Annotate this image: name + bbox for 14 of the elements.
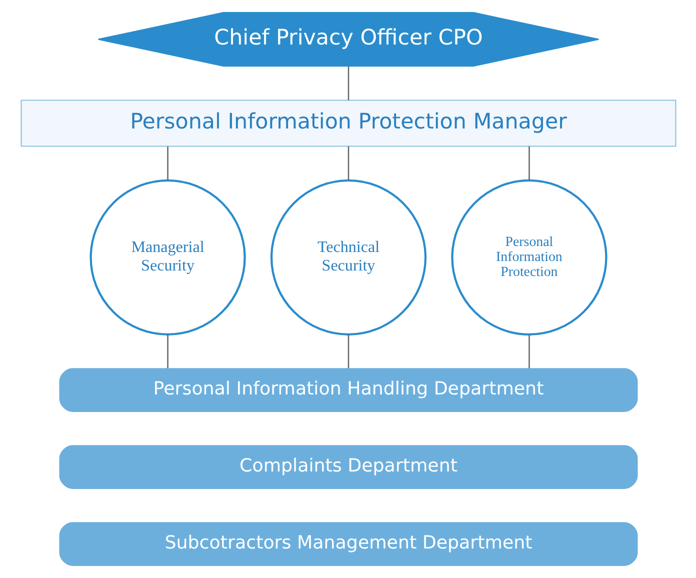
connector	[528, 146, 530, 180]
connector	[347, 66, 349, 100]
connector	[166, 334, 168, 368]
node-circle: Personal Information Protection	[450, 179, 607, 336]
connector	[347, 146, 349, 180]
node-circle: Technical Security	[270, 179, 426, 336]
connector	[347, 334, 349, 368]
node-box: Subcotractors Management Department	[58, 522, 638, 566]
node-box: Complaints Department	[58, 445, 638, 489]
node-box: Personal Information Handling Department	[58, 368, 638, 412]
node-circle: Managerial Security	[89, 179, 246, 336]
connector	[166, 146, 168, 180]
connector	[528, 334, 530, 368]
node-box: Personal Information Protection Manager	[20, 100, 676, 147]
